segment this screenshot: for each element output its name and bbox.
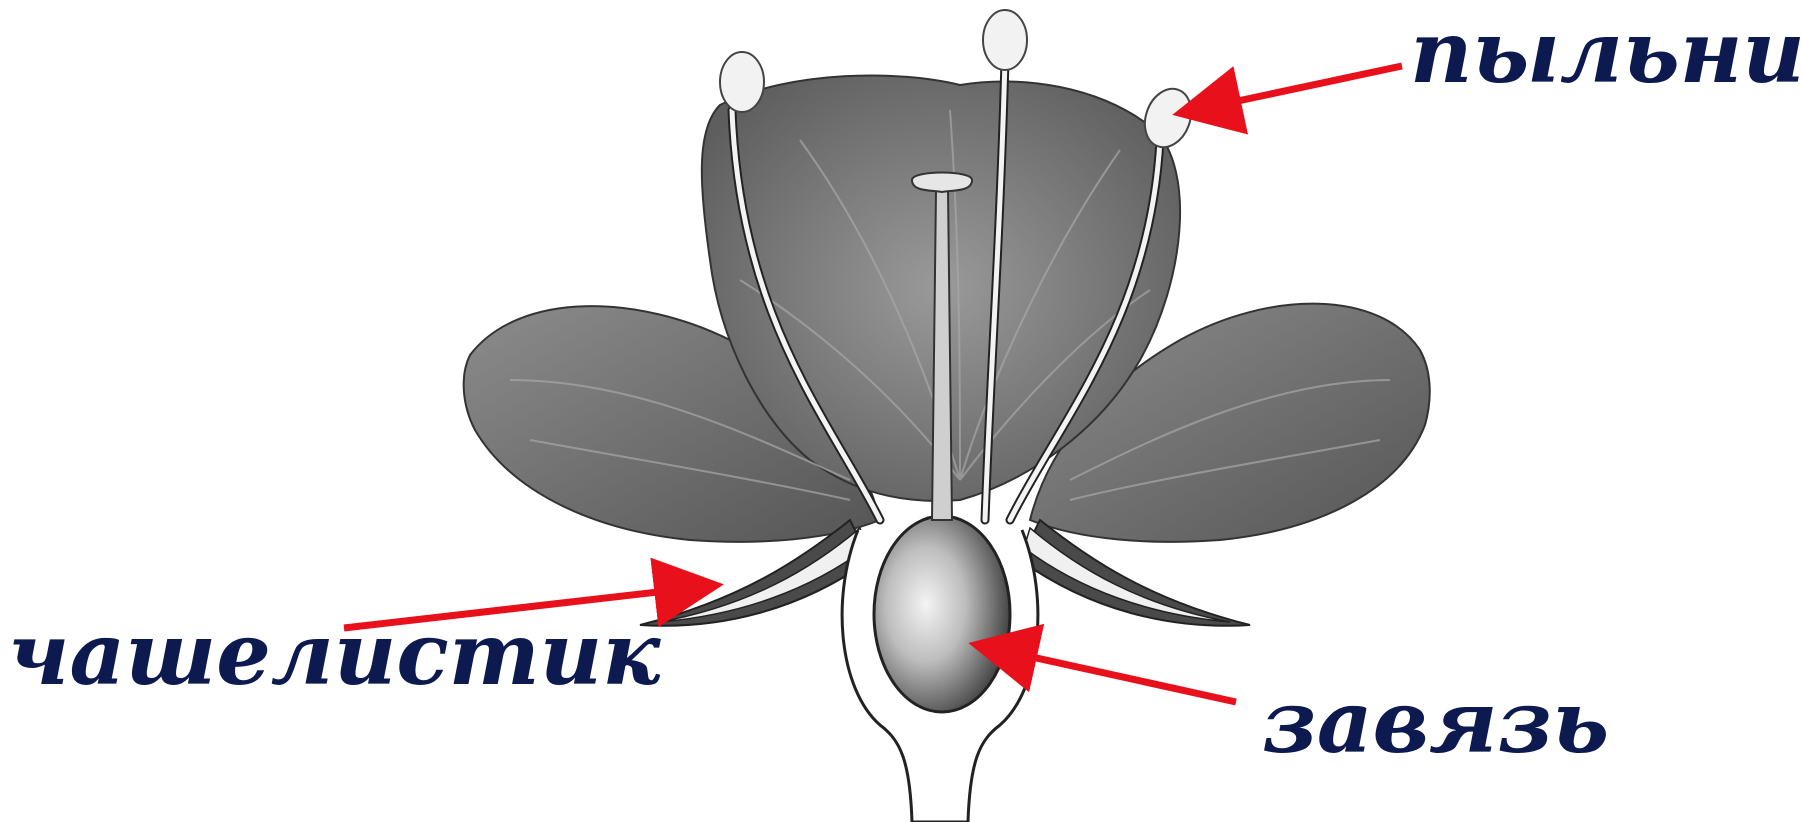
label-anther: пыльник [1410,10,1802,96]
label-sepal: чашелистик [8,612,660,698]
arrow-to-anther [1186,66,1402,112]
label-ovary: завязь [1262,680,1609,766]
stigma [912,173,972,193]
pistil-style [932,190,952,520]
ovary [874,516,1010,712]
